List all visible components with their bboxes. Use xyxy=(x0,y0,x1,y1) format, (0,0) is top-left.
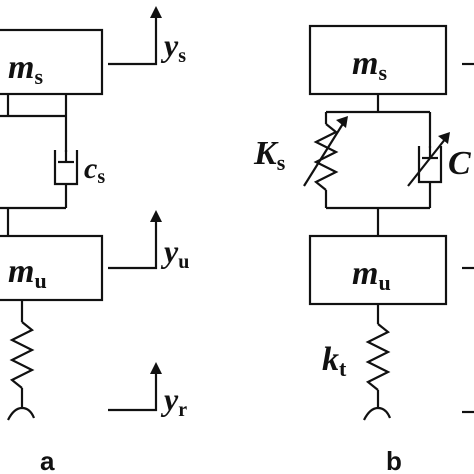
disp-label-road: yr xyxy=(160,381,187,421)
panel-label-b: b xyxy=(386,446,402,474)
tire-spring-label-b: kt xyxy=(322,341,347,381)
panel-a: ms cs mu ys xyxy=(0,6,189,474)
damper-label-a: cs xyxy=(84,152,105,188)
unsprung-mass-box-a xyxy=(0,234,104,302)
tire-spring-b xyxy=(363,304,392,421)
unsprung-mass-label-a: mu xyxy=(8,253,47,293)
tire-spring-a xyxy=(7,300,36,421)
disp-arrow-road xyxy=(108,362,162,412)
unsprung-mass-label-b: mu xyxy=(352,255,391,295)
variable-damper-label-b: C xyxy=(448,145,471,182)
variable-spring-b xyxy=(303,112,348,208)
variable-spring-label-b: Ks xyxy=(253,135,286,175)
panel-label-a: a xyxy=(40,446,55,474)
variable-damper-b xyxy=(407,112,450,208)
disp-label-sprung: ys xyxy=(160,27,186,67)
sprung-mass-box-b xyxy=(308,24,448,96)
disp-arrow-unsprung xyxy=(108,210,162,270)
disp-label-unsprung: yu xyxy=(160,233,189,273)
panel-b: ms Ks C mu xyxy=(253,24,474,474)
sprung-mass-box-a xyxy=(0,28,104,96)
sprung-mass-label-b: ms xyxy=(352,45,387,85)
sprung-mass-label-a: ms xyxy=(8,49,43,89)
disp-arrow-sprung xyxy=(108,6,162,66)
unsprung-mass-box-b xyxy=(308,234,448,306)
damper-a xyxy=(53,116,79,208)
